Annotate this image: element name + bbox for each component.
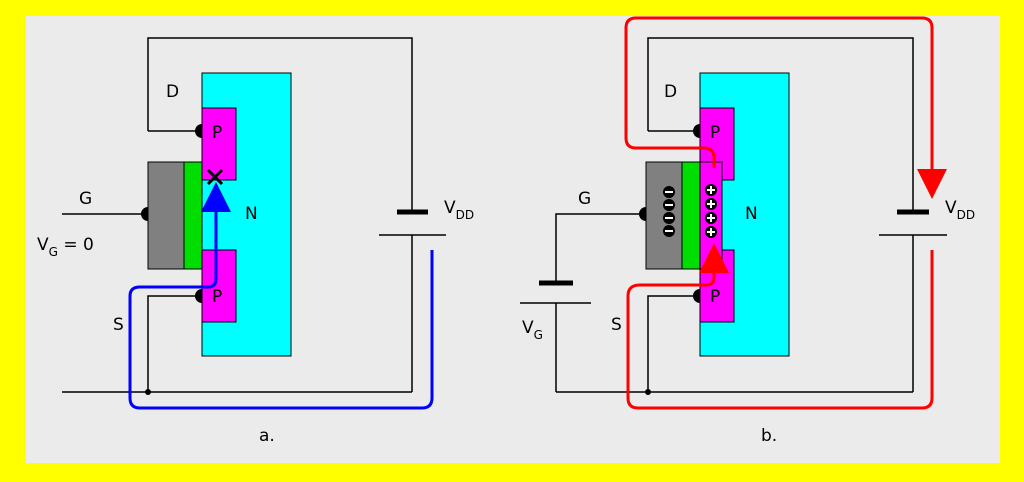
p-label-drain-a: P [212,123,222,143]
blocked-x-mark [206,168,224,186]
p-label-source-b: P [710,287,720,307]
diagram-canvas: D G S P P N VG = 0 VDD a. [26,16,1000,463]
source-label-b: S [611,315,622,335]
gate-metal-a [147,161,185,270]
gate-contact-a [141,207,148,221]
drain-contact-a [195,124,202,138]
vdd-label-a: VDD [444,198,474,222]
current-loop-b [626,243,934,410]
negative-charges [663,186,675,237]
caption-a: a. [259,426,275,446]
gate-contact-b [639,207,646,221]
source-contact-b [693,289,700,303]
drain-label-a: D [166,82,179,102]
p-region-drain-a [201,107,237,181]
p-label-source-a: P [212,287,222,307]
source-label-a: S [113,315,124,335]
drain-label-b: D [664,82,677,102]
gate-label-a: G [79,189,92,209]
diagram-b: D G S P P N VG VDD b. [520,16,975,446]
mosfet-diagrams: D G S P P N VG = 0 VDD a. [37,16,975,446]
vg-label-a: VG = 0 [37,235,94,259]
junction-dot-a [145,389,151,395]
gate-metal-b [645,161,683,270]
junction-dot-b [645,389,651,395]
current-return-b [624,16,947,199]
positive-charges [705,184,717,238]
caption-b: b. [761,426,777,446]
p-label-drain-b: P [710,123,720,143]
oxide-layer-b [681,161,701,270]
current-path-blocked-a [128,182,434,410]
gate-label-b: G [578,189,591,209]
circuit-wires-b [555,37,914,393]
n-label-a: N [245,204,258,224]
vg-label-b: VG [522,318,543,342]
drain-contact-b [693,124,700,138]
diagram-a: D G S P P N VG = 0 VDD a. [37,37,474,446]
source-contact-a [195,289,202,303]
oxide-layer-a [183,161,203,270]
circuit-wires-a [62,37,413,393]
vdd-label-b: VDD [945,198,975,222]
n-label-b: N [745,204,758,224]
